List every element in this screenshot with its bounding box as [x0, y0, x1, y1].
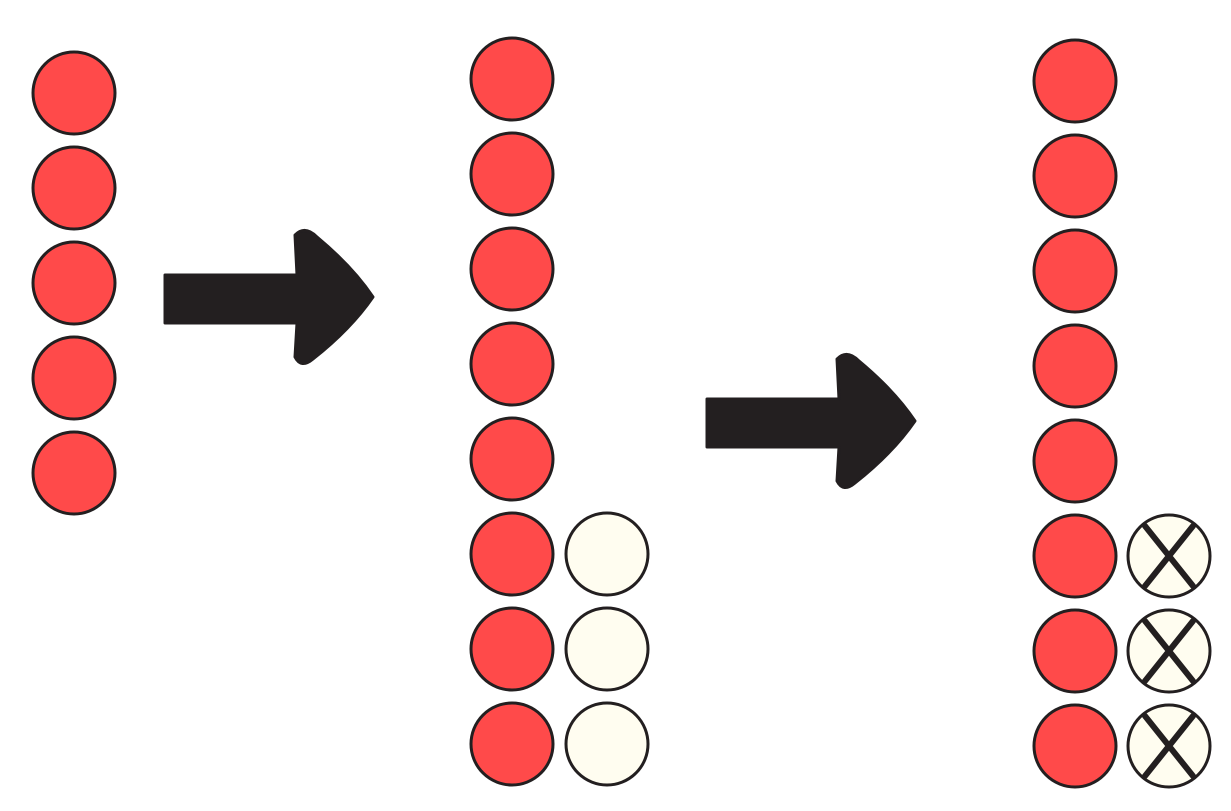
red-counter	[31, 50, 117, 136]
red-counter	[1032, 38, 1118, 124]
red-counter	[469, 226, 555, 312]
red-counter	[1032, 608, 1118, 694]
crossed-counter	[1126, 608, 1212, 694]
red-counter	[469, 321, 555, 407]
stage-added	[469, 36, 650, 787]
crossed-counter	[1126, 513, 1212, 599]
red-counter	[469, 416, 555, 502]
red-counter	[31, 145, 117, 231]
right-arrow-icon	[163, 229, 375, 365]
stage-removed	[1032, 38, 1212, 789]
red-counter	[1032, 703, 1118, 789]
white-counter-circle	[564, 606, 650, 692]
red-counter	[469, 131, 555, 217]
stage-start	[31, 50, 117, 516]
red-counter	[469, 606, 555, 692]
red-counter	[31, 430, 117, 516]
x-mark-icon	[1142, 523, 1196, 589]
red-counter	[31, 240, 117, 326]
white-counter	[564, 701, 650, 787]
right-arrow-icon	[705, 353, 917, 489]
red-counter	[469, 511, 555, 597]
white-counter-circle	[564, 701, 650, 787]
crossed-counter	[1126, 703, 1212, 789]
red-counter	[469, 701, 555, 787]
white-counter-circle	[564, 511, 650, 597]
white-counter	[564, 606, 650, 692]
red-counter	[1032, 418, 1118, 504]
red-counter	[1032, 133, 1118, 219]
red-counter	[1032, 228, 1118, 314]
red-counter	[1032, 513, 1118, 599]
red-counter	[31, 335, 117, 421]
x-mark-icon	[1142, 713, 1196, 779]
x-mark-icon	[1142, 618, 1196, 684]
white-counter	[564, 511, 650, 597]
red-counter	[469, 36, 555, 122]
red-counter	[1032, 323, 1118, 409]
